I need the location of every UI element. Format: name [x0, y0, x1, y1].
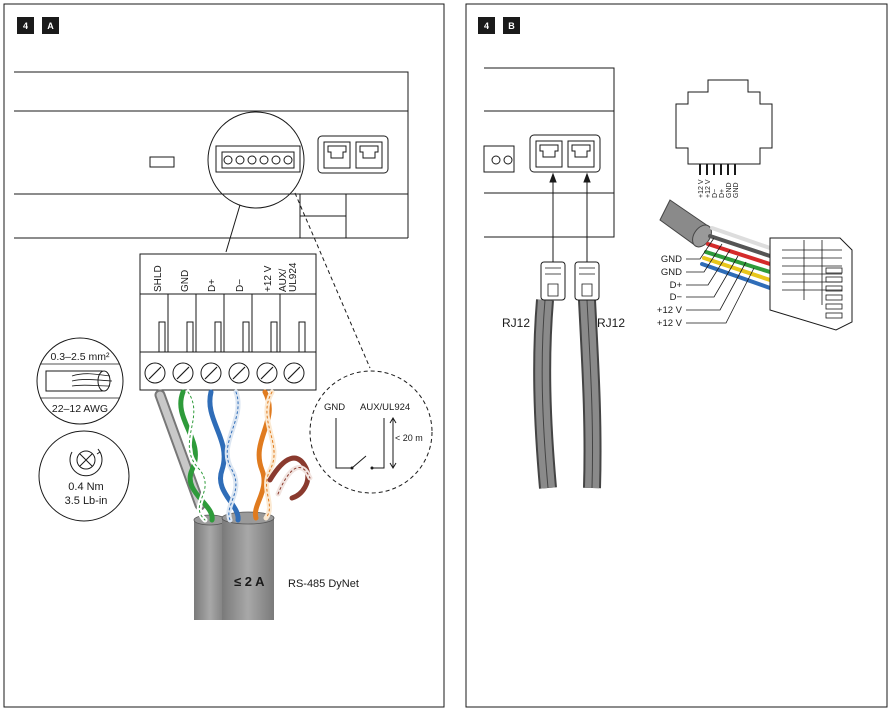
insertion-arrows	[549, 172, 591, 262]
terminal-label-dminus: D−	[235, 279, 246, 292]
svg-text:4: 4	[484, 21, 489, 31]
rj12-label-right: RJ12	[597, 316, 625, 330]
terminal-block	[139, 253, 317, 391]
cable-left	[193, 514, 227, 620]
torque-lbin: 3.5 Lb-in	[65, 495, 108, 507]
svg-text:GND: GND	[733, 182, 740, 198]
aux-switch-detail: GND AUX/UL924 < 20 m	[309, 370, 433, 494]
svg-text:+12 V: +12 V	[657, 305, 683, 316]
controller-housing	[14, 71, 409, 239]
svg-text:4: 4	[23, 21, 28, 31]
svg-text:GND: GND	[726, 182, 733, 198]
terminal-label-gnd: GND	[180, 270, 191, 292]
wire-leader-lines	[686, 237, 755, 324]
current-limit: ≤ 2 A	[234, 574, 265, 589]
terminal-labels: SHLD GND D+ D− +12 V AUX/UL924	[153, 262, 299, 292]
aux-distance: < 20 m	[395, 433, 423, 443]
panel-a-frame	[3, 3, 445, 708]
svg-text:+12 V: +12 V	[698, 179, 705, 198]
controller-housing-b	[483, 67, 615, 238]
torque-nm: 0.4 Nm	[68, 481, 103, 493]
terminal-label-aux: AUX/UL924	[278, 262, 299, 292]
svg-text:D−: D−	[670, 292, 683, 303]
panel-b-letter-badge: B	[503, 17, 520, 34]
panel-b-step-badge: 4	[478, 17, 495, 34]
wire-gauge-metric: 0.3–2.5 mm²	[51, 351, 110, 363]
panel-a-step-badge: 4	[17, 17, 34, 34]
svg-text:D+: D+	[670, 280, 683, 291]
svg-text:GND: GND	[661, 267, 682, 278]
socket-pin-labels: +12 V +12 V D− D+ GND GND	[698, 179, 740, 198]
device-rj-sockets	[317, 135, 389, 174]
terminal-label-12v: +12 V	[263, 265, 274, 292]
panel-b: 4 B	[465, 3, 888, 708]
aux-ul924-label: AUX/UL924	[360, 402, 410, 413]
wire-gauge-awg: 22–12 AWG	[52, 403, 108, 415]
zoom-circle	[207, 111, 305, 209]
panel-b-frame	[465, 3, 888, 708]
torque-icon: 0.4 Nm 3.5 Lb-in	[38, 430, 130, 522]
cable-right	[221, 511, 275, 620]
svg-text:+12 V: +12 V	[657, 318, 683, 329]
panel-a-letter-badge: A	[42, 17, 59, 34]
panel-a: 4 A	[3, 3, 445, 708]
aux-gnd-label: GND	[324, 402, 345, 413]
svg-text:D+: D+	[719, 189, 726, 198]
terminal-label-dplus: D+	[207, 279, 218, 292]
rj12-cable-right	[574, 261, 602, 489]
svg-text:+12 V: +12 V	[705, 179, 712, 198]
svg-text:D−: D−	[712, 189, 719, 198]
svg-text:GND: GND	[661, 254, 682, 265]
twisted-pairs	[178, 389, 313, 523]
rj12-socket-pinout	[675, 79, 773, 175]
svg-text:A: A	[47, 21, 54, 31]
svg-text:B: B	[508, 21, 515, 31]
device-terminal-block	[215, 145, 301, 173]
wire-gauge-icon: 0.3–2.5 mm² 22–12 AWG	[36, 337, 124, 425]
cable-type-label: RS-485 DyNet	[288, 578, 359, 590]
terminal-label-shld: SHLD	[153, 265, 164, 292]
rj12-label-left: RJ12	[502, 316, 530, 330]
rj12-cable-left	[533, 261, 566, 489]
flat-cable-plug	[659, 199, 853, 331]
wire-labels: GND GND D+ D− +12 V +12 V	[657, 254, 683, 329]
